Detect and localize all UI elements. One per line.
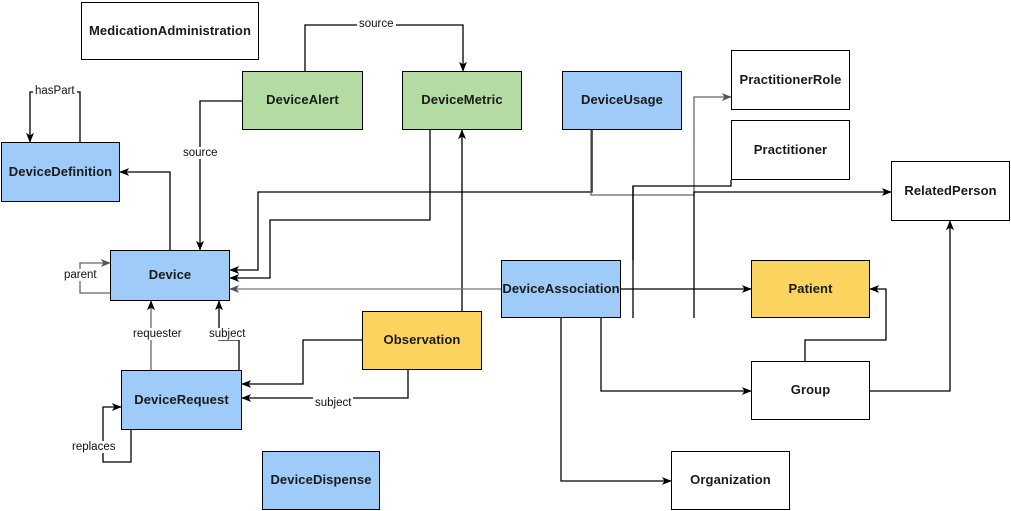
node-device-usage[interactable]: DeviceUsage xyxy=(562,71,682,130)
node-device-alert[interactable]: DeviceAlert xyxy=(242,71,363,130)
edge-label-parent: parent xyxy=(62,269,99,281)
node-practitioner-role[interactable]: PractitionerRole xyxy=(731,50,850,110)
node-label-device-association: DeviceAssociation xyxy=(502,280,620,296)
node-label-device-alert: DeviceAlert xyxy=(266,92,339,108)
edge-devicealert-source-device xyxy=(196,100,242,251)
node-label-device-usage: DeviceUsage xyxy=(580,92,664,108)
edge-devicerequest-replaces xyxy=(102,403,132,463)
node-practitioner[interactable]: Practitioner xyxy=(731,120,850,180)
edge-label-subject-request: subject xyxy=(313,397,354,409)
node-label-device-request: DeviceRequest xyxy=(134,391,229,407)
node-label-observation: Observation xyxy=(383,332,461,348)
edge-devicerequest-subject-device xyxy=(215,300,240,370)
node-label-patient: Patient xyxy=(788,280,833,296)
edge-deviceusage-device xyxy=(229,130,593,274)
node-observation[interactable]: Observation xyxy=(362,311,482,370)
node-organization[interactable]: Organization xyxy=(671,451,790,510)
edge-devicealert-source-devicemetric xyxy=(304,24,467,72)
node-device[interactable]: Device xyxy=(110,250,230,301)
edge-devicemetric-device xyxy=(229,130,431,282)
edge-group-relatedperson xyxy=(870,220,954,392)
node-label-device-dispense: DeviceDispense xyxy=(270,472,372,488)
node-label-group: Group xyxy=(790,382,831,398)
node-label-related-person: RelatedPerson xyxy=(904,182,997,198)
node-label-device-definition: DeviceDefinition xyxy=(8,163,113,179)
node-medication-administration[interactable]: MedicationAdministration xyxy=(81,2,259,60)
edge-label-subject-device: subject xyxy=(207,328,248,340)
edge-group-patient xyxy=(804,285,887,361)
node-device-definition[interactable]: DeviceDefinition xyxy=(1,142,120,202)
node-label-device: Device xyxy=(148,267,192,283)
edge-observation-subject-devicerequest xyxy=(241,370,409,402)
edge-label-source-device: source xyxy=(181,147,220,159)
edge-label-source-alert-metric: source xyxy=(357,18,396,30)
node-label-practitioner-role: PractitionerRole xyxy=(739,71,842,87)
node-label-organization: Organization xyxy=(690,472,771,488)
node-label-device-metric: DeviceMetric xyxy=(421,92,503,108)
edge-deviceassociation-practitioner xyxy=(632,180,732,318)
node-device-metric[interactable]: DeviceMetric xyxy=(402,71,522,130)
edge-deviceassociation-relatedperson xyxy=(693,188,892,318)
edge-deviceassociation-group xyxy=(600,318,752,395)
edge-device-devicedefinition xyxy=(119,168,171,250)
edge-observation-devicerequest xyxy=(241,339,362,388)
edge-label-haspart: hasPart xyxy=(33,85,77,97)
node-label-medication-administration: MedicationAdministration xyxy=(88,22,252,38)
edge-devicedefinition-haspart xyxy=(26,91,81,143)
node-patient[interactable]: Patient xyxy=(751,260,870,318)
node-related-person[interactable]: RelatedPerson xyxy=(891,161,1010,221)
node-device-association[interactable]: DeviceAssociation xyxy=(501,260,621,318)
edge-label-replaces: replaces xyxy=(70,441,118,453)
edge-label-requester: requester xyxy=(131,328,184,340)
node-group[interactable]: Group xyxy=(751,361,870,420)
edge-deviceassociation-organization xyxy=(560,318,672,485)
node-device-dispense[interactable]: DeviceDispense xyxy=(262,451,380,510)
node-device-request[interactable]: DeviceRequest xyxy=(121,370,242,430)
node-label-practitioner: Practitioner xyxy=(753,141,828,157)
